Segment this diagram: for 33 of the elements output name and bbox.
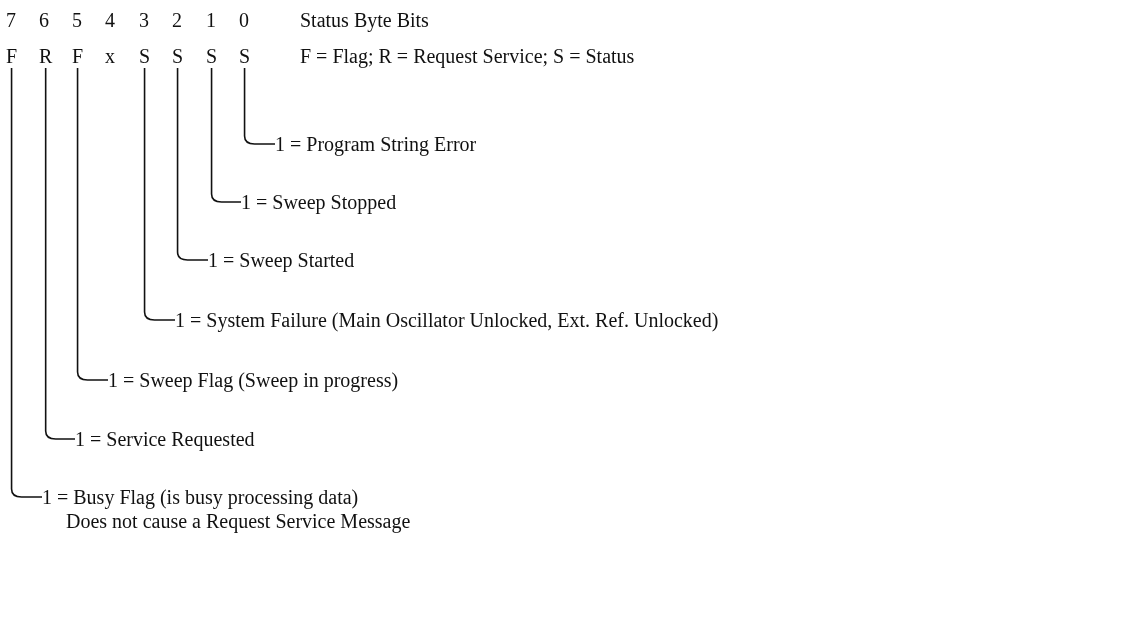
bit-letter: F bbox=[72, 44, 84, 68]
bit-letter: S bbox=[172, 44, 184, 68]
legend-key: F = Flag; R = Request Service; S = Status bbox=[300, 44, 635, 68]
leader-line bbox=[10, 67, 43, 498]
bit-description: 1 = Sweep Stopped bbox=[241, 190, 397, 214]
bit-letter: R bbox=[39, 44, 53, 68]
bit-letter: x bbox=[105, 44, 115, 68]
leader-line bbox=[176, 67, 209, 261]
bit-letter: S bbox=[206, 44, 218, 68]
bit-number: 2 bbox=[172, 8, 182, 32]
leader-line bbox=[44, 67, 76, 440]
bit-number: 7 bbox=[6, 8, 16, 32]
bit-description: 1 = Sweep Started bbox=[208, 248, 355, 272]
bit-letter: S bbox=[239, 44, 251, 68]
bit-number: 1 bbox=[206, 8, 216, 32]
bit-number: 4 bbox=[105, 8, 115, 32]
bit-description: 1 = System Failure (Main Oscillator Unlocked, Ext. Ref. Unlocked) bbox=[175, 308, 719, 332]
bit-description: 1 = Service Requested bbox=[75, 427, 255, 451]
bit-number: 0 bbox=[239, 8, 249, 32]
leader-line bbox=[76, 67, 109, 381]
bit-description: Does not cause a Request Service Message bbox=[65, 509, 411, 533]
leader-line bbox=[143, 67, 176, 321]
leader-line bbox=[210, 67, 242, 203]
bit-description: 1 = Program String Error bbox=[275, 132, 477, 156]
bit-number: 5 bbox=[72, 8, 82, 32]
leader-line bbox=[243, 67, 276, 145]
bit-letter: F bbox=[6, 44, 18, 68]
bit-number: 6 bbox=[39, 8, 49, 32]
bit-number: 3 bbox=[139, 8, 149, 32]
bit-description: 1 = Busy Flag (is busy processing data) bbox=[42, 485, 360, 509]
bit-letter: S bbox=[139, 44, 151, 68]
bit-description: 1 = Sweep Flag (Sweep in progress) bbox=[108, 368, 399, 392]
heading: Status Byte Bits bbox=[300, 8, 429, 32]
